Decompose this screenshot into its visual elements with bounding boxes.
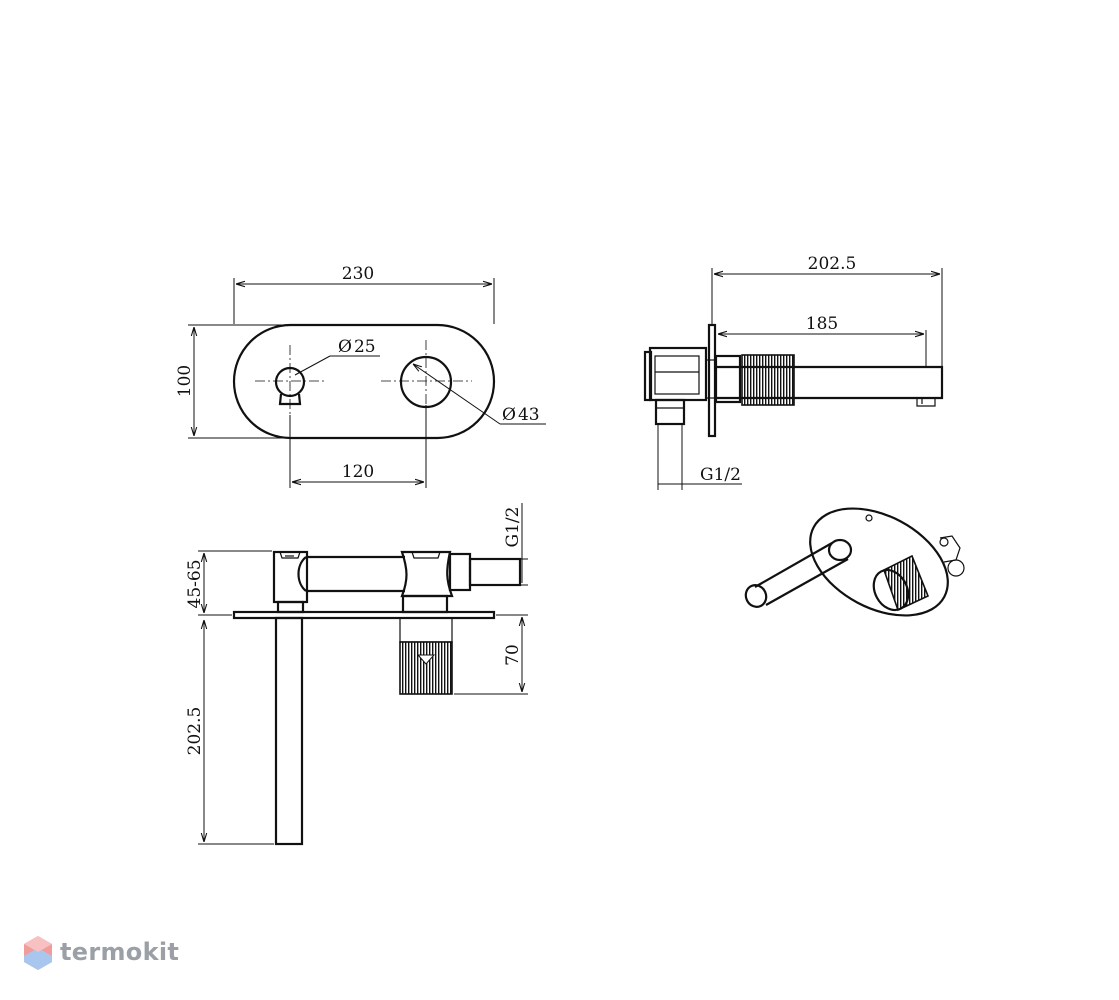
isometric-view [744,507,965,617]
dim-height-label: 100 [175,365,195,397]
spout-top [274,616,304,846]
side-view: 202.5 185 G1/2 [643,254,944,490]
wall-plate-top [232,610,496,620]
termokit-logo-text: termokit [60,938,180,966]
dim-thread-top-label: G1/2 [503,507,523,548]
right-valve-block [400,550,454,598]
top-body-pipe [306,555,405,593]
iso-plate [809,507,949,617]
iso-spout [754,542,849,606]
wall-plate [707,323,717,438]
dim-spout-length-label: 185 [806,314,838,334]
inlet-fitting [654,398,686,426]
dim-total-depth-label: 202.5 [808,254,857,274]
termokit-logo-icon [24,936,52,970]
dim-thread-side-label: G1/2 [700,465,741,485]
top-view: 45-65 202.5 70 G1/2 [185,503,528,846]
knurled-handle-side [741,354,795,406]
spout-side [716,365,944,400]
dim-adjust-label: 45-65 [185,559,205,608]
dim-body-depth-label: 70 [503,644,523,666]
dim-spout-top-label: 202.5 [185,707,205,756]
cover-plate-outline [232,323,496,440]
dim-width-label: 230 [342,264,374,284]
dim-spacing-label: 120 [342,462,374,482]
knurled-handle-top [399,641,453,695]
